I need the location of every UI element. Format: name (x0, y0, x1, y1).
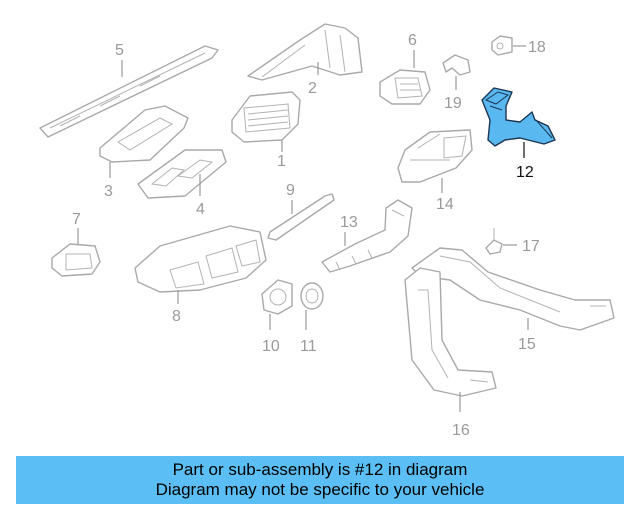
callout-11: 11 (300, 338, 317, 355)
part-9-shape (267, 193, 335, 241)
banner-line-2: Diagram may not be specific to your vehi… (155, 480, 485, 499)
part-1-shape (231, 91, 301, 143)
callout-3: 3 (104, 183, 113, 200)
part-17-shape (485, 228, 503, 255)
part-8-shape (134, 225, 267, 293)
part-15-shape (411, 247, 615, 331)
part-13-shape (321, 199, 413, 273)
part-4-shape (137, 149, 227, 199)
callout-2: 2 (308, 80, 317, 97)
part-12-shape (481, 87, 556, 147)
callout-10: 10 (262, 338, 280, 355)
callout-5: 5 (115, 42, 124, 59)
part-18-shape (491, 35, 513, 56)
part-16-shape (404, 267, 497, 397)
callout-4: 4 (196, 201, 205, 218)
part-5-shape (39, 45, 219, 138)
callout-17: 17 (522, 238, 540, 255)
callout-14: 14 (436, 196, 454, 213)
callout-12: 12 (516, 164, 534, 181)
part-6-shape (379, 69, 431, 105)
callout-6: 6 (408, 32, 417, 49)
callout-18: 18 (528, 39, 546, 56)
callout-16: 16 (452, 422, 470, 439)
part-11-shape (300, 282, 324, 310)
callout-7: 7 (72, 211, 81, 228)
callout-15: 15 (518, 336, 536, 353)
part-2-shape (247, 23, 363, 81)
part-10-shape (261, 279, 293, 315)
part-14-shape (397, 129, 473, 183)
part-19-shape (442, 54, 471, 76)
parts-diagram: 5 2 6 19 18 12 1 3 (39, 23, 615, 439)
callout-8: 8 (172, 308, 181, 325)
banner-line-1: Part or sub-assembly is #12 in diagram (172, 460, 468, 479)
callout-1: 1 (277, 153, 286, 170)
part-3-shape (99, 105, 189, 163)
callout-13: 13 (340, 214, 358, 231)
part-7-shape (51, 243, 101, 277)
callout-9: 9 (286, 182, 295, 199)
info-banner: Part or sub-assembly is #12 in diagram D… (16, 456, 624, 504)
callout-19: 19 (444, 95, 462, 112)
